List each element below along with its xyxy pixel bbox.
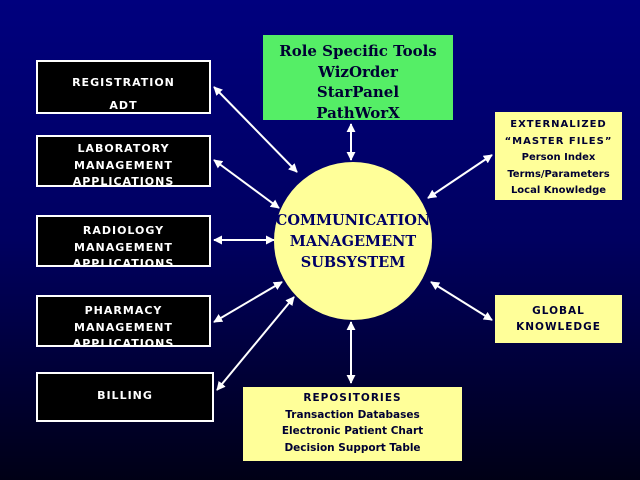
billing-label: BILLING bbox=[97, 389, 153, 402]
registration-adt-box: REGISTRATION ADT bbox=[36, 60, 211, 114]
global-label: GLOBAL bbox=[532, 305, 585, 317]
laboratory-management-label: MANAGEMENT bbox=[74, 158, 173, 172]
radiology-applications-label: APPLICATIONS bbox=[72, 257, 175, 267]
connector-pharmacy bbox=[213, 281, 283, 323]
laboratory-applications-label: APPLICATIONS bbox=[72, 175, 175, 187]
master-files-item-terms: Terms/Parameters bbox=[507, 168, 610, 180]
cms-line-communication: COMMUNICATION bbox=[275, 211, 431, 229]
pharmacy-label: PHARMACY bbox=[84, 304, 163, 317]
pharmacy-applications-label: APPLICATIONS bbox=[72, 337, 175, 347]
role-specific-tools-box: Role Specific Tools WizOrder StarPanel P… bbox=[263, 35, 453, 120]
role-tools-item-starpanel: StarPanel bbox=[316, 83, 400, 101]
repositories-item-transaction-databases: Transaction Databases bbox=[285, 408, 420, 421]
master-files-item-person-index: Person Index bbox=[521, 152, 596, 163]
communication-management-subsystem-circle: COMMUNICATION MANAGEMENT SUBSYSTEM bbox=[274, 162, 432, 320]
laboratory-label: LABORATORY bbox=[77, 142, 170, 155]
role-tools-item-pathworx: PathWorX bbox=[316, 103, 400, 121]
radiology-management-label: MANAGEMENT bbox=[74, 240, 173, 254]
master-files-item-local-knowledge: Local Knowledge bbox=[510, 185, 607, 196]
knowledge-label: KNOWLEDGE bbox=[516, 321, 601, 333]
connector-global-knowledge bbox=[430, 281, 493, 321]
billing-box: BILLING bbox=[36, 372, 214, 422]
connector-master-files bbox=[427, 154, 493, 199]
repositories-item-electronic-patient-chart: Electronic Patient Chart bbox=[281, 425, 424, 437]
repositories-title: REPOSITORIES bbox=[303, 392, 402, 404]
externalized-master-files-box: EXTERNALIZED “MASTER FILES” Person Index… bbox=[495, 112, 622, 200]
repositories-item-decision-support-table: Decision Support Table bbox=[284, 441, 421, 454]
repositories-box: REPOSITORIES Transaction Databases Elect… bbox=[243, 387, 462, 461]
cms-line-subsystem: SUBSYSTEM bbox=[300, 253, 406, 271]
cms-line-management: MANAGEMENT bbox=[289, 232, 417, 250]
laboratory-management-box: LABORATORY MANAGEMENT APPLICATIONS bbox=[36, 135, 211, 187]
pharmacy-management-box: PHARMACY MANAGEMENT APPLICATIONS bbox=[36, 295, 211, 347]
master-files-subtitle: “MASTER FILES” bbox=[504, 135, 613, 147]
global-knowledge-box: GLOBAL KNOWLEDGE bbox=[495, 295, 622, 343]
pharmacy-management-label: MANAGEMENT bbox=[74, 320, 173, 334]
role-tools-title: Role Specific Tools bbox=[279, 42, 437, 60]
master-files-title: EXTERNALIZED bbox=[510, 119, 607, 130]
role-tools-item-wizorder: WizOrder bbox=[318, 62, 398, 81]
connector-laboratory bbox=[213, 159, 280, 209]
registration-label: REGISTRATION bbox=[72, 76, 175, 89]
radiology-label: RADIOLOGY bbox=[82, 224, 165, 237]
radiology-management-box: RADIOLOGY MANAGEMENT APPLICATIONS bbox=[36, 215, 211, 267]
connector-billing bbox=[216, 296, 295, 391]
connector-registration bbox=[213, 86, 298, 173]
adt-label: ADT bbox=[109, 99, 138, 112]
